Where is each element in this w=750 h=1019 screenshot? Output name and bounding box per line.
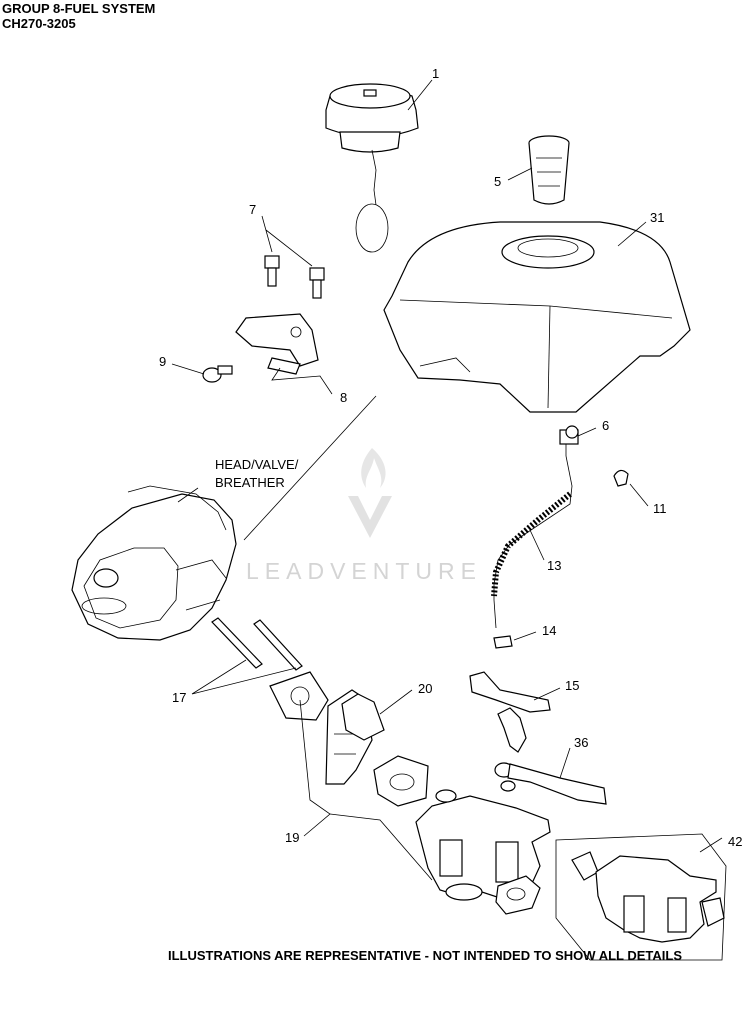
callout-leader-lines bbox=[171, 79, 723, 881]
flange-bolt-part bbox=[202, 365, 233, 383]
callout-9: 9 bbox=[159, 354, 166, 369]
diagram-group-title: GROUP 8-FUEL SYSTEM bbox=[2, 1, 156, 16]
callout-13: 13 bbox=[547, 558, 561, 573]
callout-20: 20 bbox=[418, 681, 432, 696]
hose-clip-part bbox=[493, 635, 513, 649]
head-valve-breather-assembly bbox=[71, 485, 237, 641]
head-valve-breather-label-line1: HEAD/VALVE/ bbox=[215, 457, 299, 472]
choke-lever-part bbox=[469, 671, 551, 713]
model-code: CH270-3205 bbox=[2, 16, 76, 31]
fuel-cap-part bbox=[325, 83, 419, 253]
watermark-text: LEADVENTURE bbox=[246, 558, 482, 584]
fuel-hose-part bbox=[491, 455, 573, 629]
callout-5: 5 bbox=[494, 174, 501, 189]
gasket-insulator-set-part bbox=[269, 671, 429, 807]
callout-6: 6 bbox=[602, 418, 609, 433]
callout-numbers: 1 5 31 7 9 8 6 11 13 14 15 17 20 36 19 4… bbox=[159, 66, 742, 849]
callout-8: 8 bbox=[340, 390, 347, 405]
carburetor-stud-pair-part bbox=[211, 617, 303, 671]
insulator-plate-part bbox=[341, 693, 385, 741]
hose-clamp-part bbox=[613, 469, 629, 487]
throttle-lever-part bbox=[494, 707, 607, 805]
callout-1: 1 bbox=[432, 66, 439, 81]
callout-31: 31 bbox=[650, 210, 664, 225]
tank-bracket-part bbox=[235, 313, 319, 375]
callout-36: 36 bbox=[574, 735, 588, 750]
watermark-logo: LEADVENTURE bbox=[246, 448, 482, 584]
head-valve-breather-label-line2: BREATHER bbox=[215, 475, 285, 490]
callout-15: 15 bbox=[565, 678, 579, 693]
carburetor-kit-box-part bbox=[555, 833, 727, 961]
callout-7: 7 bbox=[249, 202, 256, 217]
bolt-pair-part bbox=[264, 255, 325, 299]
callout-42: 42 bbox=[728, 834, 742, 849]
carburetor-assembly-part bbox=[415, 789, 551, 915]
disclaimer-note: ILLUSTRATIONS ARE REPRESENTATIVE - NOT I… bbox=[168, 948, 682, 963]
fuel-filter-screen-part bbox=[528, 135, 570, 205]
callout-17: 17 bbox=[172, 690, 186, 705]
callout-19: 19 bbox=[285, 830, 299, 845]
fuel-tank-part bbox=[383, 221, 691, 413]
callout-11: 11 bbox=[653, 501, 667, 516]
callout-14: 14 bbox=[542, 623, 556, 638]
fuel-valve-fitting-part bbox=[559, 425, 579, 456]
